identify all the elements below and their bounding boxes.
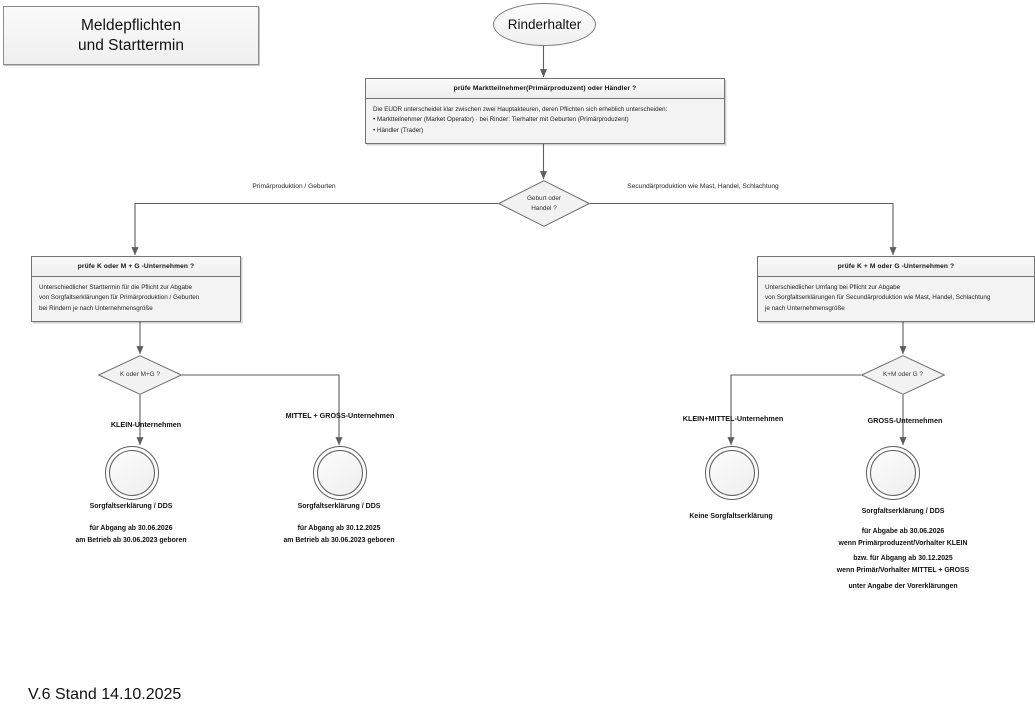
outcome-gross-line-5: unter Angabe der Vorerklärungen: [848, 583, 958, 590]
edge-label-primaerproduktion: Primärproduktion / Geburten: [252, 183, 336, 190]
body-line: Unterschiedlicher Starttermin für die Pf…: [39, 284, 192, 291]
outcome-klein-line-1: für Abgang ab 30.06.2026: [89, 525, 173, 532]
outcome-gross-line-2: wenn Primärproduzent/Vorhalter KLEIN: [838, 540, 968, 547]
decision-k-oder-mg-label: K oder M+G ?: [120, 371, 160, 379]
decision-km-oder-g: K+M oder G ?: [861, 355, 945, 395]
body-line: je nach Unternehmensgröße: [765, 304, 845, 312]
branch-label-mittel-gross-unternehmen: MITTEL + GROSS-Unternehmen: [285, 411, 395, 420]
body-line: von Sorgfaltserklärungen für Primärprodu…: [39, 294, 200, 302]
outcome-gross-line-4: wenn Primär/Vorhalter MITTEL + GROSS: [836, 567, 970, 574]
end-node-klein-mittel: [705, 446, 759, 500]
process-box-km-oder-g-header: prüfe K + M oder G -Unternehmen ?: [758, 257, 1034, 277]
start-node-label: Rinderhalter: [507, 17, 582, 32]
decision-geburt-oder-handel: Geburt oder Handel ?: [498, 180, 590, 227]
title-line-1: Meldepflichten: [81, 16, 181, 34]
outcome-gross-line-3: bzw. für Abgang ab 30.12.2025: [853, 555, 953, 562]
process-box-marktteilnehmer-header: prüfe Marktteilnehmer(Primärproduzent) o…: [366, 79, 724, 99]
title-panel: Meldepflichten und Starttermin: [3, 6, 259, 65]
process-box-marktteilnehmer: prüfe Marktteilnehmer(Primärproduzent) o…: [365, 78, 725, 145]
outcome-gross-title: Sorgfaltserklärung / DDS: [861, 508, 945, 515]
body-line: bei Rindern je nach Unternehmensgröße: [39, 304, 153, 312]
diamond-shape-icon: [498, 180, 590, 227]
end-node-klein: [105, 446, 159, 500]
end-node-gross: [866, 446, 920, 500]
decision-label-line-1: Geburt oder: [526, 194, 562, 202]
outcome-mittel-line-2: am Betrieb ab 30.06.2023 geboren: [283, 537, 395, 544]
branch-label-gross-unternehmen: GROSS-Unternehmen: [867, 416, 943, 425]
decision-km-oder-g-label: K+M oder G ?: [883, 371, 923, 379]
end-node-mittel-gross: [313, 446, 367, 500]
outcome-klein-mittel-title: Keine Sorgfaltserklärung: [689, 513, 773, 520]
branch-label-klein-mittel-unternehmen: KLEIN+MITTEL-Unternehmen: [682, 414, 784, 423]
outcome-klein-title: Sorgfaltserklärung / DDS: [89, 503, 173, 510]
process-box-km-oder-g: prüfe K + M oder G -Unternehmen ? Unters…: [757, 256, 1035, 323]
body-line: Die EUDR unterscheidet klar zwischen zwe…: [373, 106, 668, 113]
decision-label-line-2: Handel ?: [531, 204, 557, 212]
diamond-shape-icon: [861, 355, 945, 395]
body-line: • Marktteilnehmer (Market Operator) · be…: [373, 116, 629, 124]
diamond-shape-icon: [98, 355, 182, 395]
process-box-marktteilnehmer-body: Die EUDR unterscheidet klar zwischen zwe…: [366, 99, 724, 144]
edge-label-secundaerproduktion: Secundärproduktion wie Mast, Handel, Sch…: [627, 183, 779, 190]
process-box-k-oder-mg-header: prüfe K oder M + G -Unternehmen ?: [32, 257, 240, 277]
branch-label-klein-unternehmen: KLEIN-Unternehmen: [110, 420, 182, 429]
outcome-mittel-title: Sorgfaltserklärung / DDS: [297, 503, 381, 510]
start-node-rinderhalter: Rinderhalter: [493, 3, 596, 46]
body-line: Unterschiedlicher Umfang bei Pflicht zur…: [765, 284, 901, 291]
process-box-k-oder-mg: prüfe K oder M + G -Unternehmen ? Unters…: [31, 256, 241, 323]
title-line-2: und Starttermin: [78, 36, 184, 54]
body-line: von Sorgfaltserklärungen für Secundärpro…: [765, 294, 991, 302]
outcome-mittel-line-1: für Abgang ab 30.12.2025: [297, 525, 381, 532]
outcome-klein-line-2: am Betrieb ab 30.06.2023 geboren: [75, 537, 187, 544]
version-footer: V.6 Stand 14.10.2025: [28, 686, 182, 703]
process-box-km-oder-g-body: Unterschiedlicher Umfang bei Pflicht zur…: [758, 277, 1034, 322]
body-line: • Händler (Trader): [373, 126, 424, 134]
process-box-k-oder-mg-body: Unterschiedlicher Starttermin für die Pf…: [32, 277, 240, 322]
outcome-gross-line-1: für Abgabe ab 30.06.2026: [861, 528, 945, 535]
decision-geburt-oder-handel-label: Geburt oder Handel ?: [527, 194, 561, 213]
decision-k-oder-mg: K oder M+G ?: [98, 355, 182, 395]
